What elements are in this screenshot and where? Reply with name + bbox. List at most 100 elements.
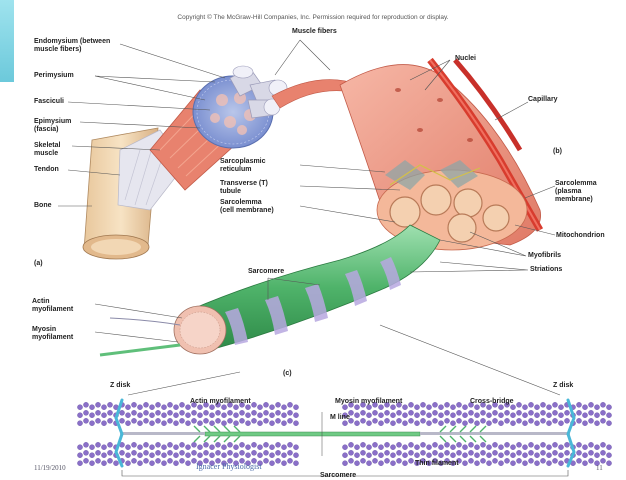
actin-bead: [83, 410, 88, 415]
label-capillary: Capillary: [528, 96, 558, 104]
label-muscle-fibers: Muscle fibers: [292, 28, 337, 36]
actin-bead: [606, 453, 611, 458]
actin-bead: [119, 418, 124, 423]
actin-bead: [161, 445, 166, 450]
actin-bead: [396, 442, 401, 447]
actin-bead: [528, 458, 533, 463]
actin-bead: [600, 458, 605, 463]
actin-bead: [125, 421, 130, 426]
actin-bead: [576, 450, 581, 455]
actin-bead: [408, 442, 413, 447]
actin-bead: [582, 405, 587, 410]
actin-bead: [516, 418, 521, 423]
actin-bead: [540, 402, 545, 407]
actin-bead: [101, 445, 106, 450]
actin-bead: [275, 450, 280, 455]
label-m-line: M line: [330, 414, 350, 422]
actin-bead: [384, 458, 389, 463]
actin-bead: [95, 402, 100, 407]
actin-bead: [197, 421, 202, 426]
actin-bead: [546, 461, 551, 466]
actin-bead: [179, 458, 184, 463]
actin-bead: [215, 418, 220, 423]
actin-bead: [462, 405, 467, 410]
actin-bead: [378, 421, 383, 426]
actin-bead: [510, 413, 515, 418]
actin-bead: [161, 461, 166, 466]
actin-bead: [594, 445, 599, 450]
actin-bead: [600, 402, 605, 407]
actin-bead: [588, 402, 593, 407]
actin-bead: [101, 461, 106, 466]
actin-bead: [528, 410, 533, 415]
actin-bead: [173, 445, 178, 450]
actin-bead: [360, 410, 365, 415]
actin-bead: [432, 418, 437, 423]
actin-bead: [546, 405, 551, 410]
actin-bead: [281, 445, 286, 450]
actin-bead: [263, 450, 268, 455]
actin-bead: [83, 450, 88, 455]
label-z-disk-left: Z disk: [110, 382, 130, 390]
actin-bead: [275, 442, 280, 447]
actin-bead: [540, 442, 545, 447]
label-sarcolemma-cell: Sarcolemma (cell membrane): [220, 199, 274, 215]
actin-bead: [221, 445, 226, 450]
actin-bead: [348, 450, 353, 455]
actin-bead: [426, 445, 431, 450]
actin-bead: [348, 442, 353, 447]
actin-bead: [360, 450, 365, 455]
actin-bead: [155, 418, 160, 423]
actin-bead: [390, 445, 395, 450]
actin-bead: [534, 421, 539, 426]
actin-bead: [143, 418, 148, 423]
actin-bead: [420, 418, 425, 423]
sarcomere-diagram: [77, 400, 611, 476]
actin-bead: [504, 442, 509, 447]
actin-bead: [390, 453, 395, 458]
actin-bead: [564, 450, 569, 455]
actin-bead: [552, 450, 557, 455]
actin-bead: [83, 458, 88, 463]
actin-bead: [366, 445, 371, 450]
actin-bead: [107, 450, 112, 455]
actin-bead: [516, 450, 521, 455]
actin-bead: [378, 413, 383, 418]
actin-bead: [576, 458, 581, 463]
actin-bead: [143, 450, 148, 455]
actin-bead: [149, 461, 154, 466]
actin-bead: [504, 450, 509, 455]
actin-bead: [179, 442, 184, 447]
actin-bead: [606, 461, 611, 466]
actin-bead: [95, 410, 100, 415]
actin-bead: [606, 413, 611, 418]
label-b: (b): [553, 148, 562, 156]
actin-bead: [456, 450, 461, 455]
actin-bead: [203, 410, 208, 415]
actin-bead: [354, 421, 359, 426]
actin-bead: [498, 461, 503, 466]
actin-bead: [450, 421, 455, 426]
actin-bead: [89, 421, 94, 426]
actin-bead: [510, 461, 515, 466]
actin-bead: [239, 410, 244, 415]
actin-bead: [83, 418, 88, 423]
actin-bead: [426, 413, 431, 418]
actin-bead: [161, 453, 166, 458]
actin-bead: [89, 461, 94, 466]
actin-bead: [77, 445, 82, 450]
actin-bead: [378, 445, 383, 450]
label-myosin-bottom: Myosin myofilament: [335, 398, 402, 406]
actin-bead: [95, 450, 100, 455]
actin-bead: [432, 402, 437, 407]
actin-bead: [480, 458, 485, 463]
actin-bead: [534, 445, 539, 450]
actin-bead: [77, 405, 82, 410]
actin-bead: [149, 421, 154, 426]
actin-bead: [498, 445, 503, 450]
actin-bead: [528, 450, 533, 455]
actin-bead: [594, 421, 599, 426]
actin-bead: [137, 421, 142, 426]
actin-bead: [528, 402, 533, 407]
